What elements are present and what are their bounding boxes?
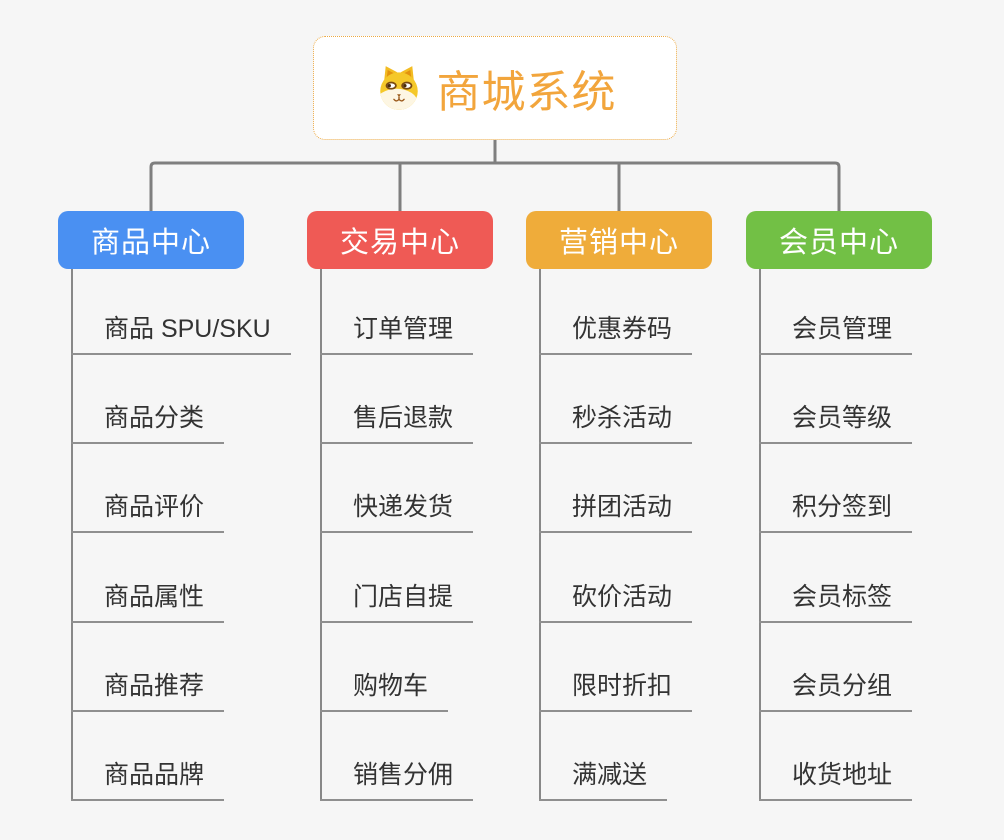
leaf-item[interactable]: 拼团活动 <box>539 491 693 533</box>
leaf-item[interactable]: 收货地址 <box>759 759 913 801</box>
root-branch-connectors <box>149 138 841 212</box>
branch-node-trade-center[interactable]: 交易中心 <box>307 211 493 269</box>
leaf-item[interactable]: 快递发货 <box>320 491 474 533</box>
leaf-item[interactable]: 会员标签 <box>759 581 913 623</box>
leaf-item[interactable]: 砍价活动 <box>539 581 693 623</box>
branch-label: 交易中心 <box>339 227 460 259</box>
branch-label: 商品中心 <box>90 227 211 259</box>
leaf-item[interactable]: 满减送 <box>539 759 668 801</box>
leaf-item[interactable]: 会员分组 <box>759 670 913 712</box>
root-node[interactable]: 商城系统 <box>313 36 677 140</box>
branch-node-product-center[interactable]: 商品中心 <box>58 211 244 269</box>
branch-label: 营销中心 <box>558 227 679 259</box>
branch-node-marketing-center[interactable]: 营销中心 <box>526 211 712 269</box>
leaf-item[interactable]: 积分签到 <box>759 491 913 533</box>
leaf-item[interactable]: 秒杀活动 <box>539 402 693 444</box>
leaf-item[interactable]: 销售分佣 <box>320 759 474 801</box>
leaf-item[interactable]: 限时折扣 <box>539 670 693 712</box>
branch-label: 会员中心 <box>778 227 899 259</box>
branch-node-member-center[interactable]: 会员中心 <box>746 211 932 269</box>
leaf-item[interactable]: 商品品牌 <box>71 759 225 801</box>
bus-line <box>149 161 841 212</box>
leaf-item[interactable]: 商品 SPU/SKU <box>71 313 291 355</box>
leaf-item[interactable]: 会员等级 <box>759 402 913 444</box>
leaf-item[interactable]: 商品属性 <box>71 581 225 623</box>
root-title: 商城系统 <box>436 68 617 117</box>
shiba-dog-icon <box>374 63 424 113</box>
leaf-item[interactable]: 商品推荐 <box>71 670 225 712</box>
leaf-item[interactable]: 优惠券码 <box>539 313 693 355</box>
leaf-item[interactable]: 售后退款 <box>320 402 474 444</box>
leaf-item[interactable]: 订单管理 <box>320 313 474 355</box>
leaf-item[interactable]: 门店自提 <box>320 581 474 623</box>
leaf-item[interactable]: 商品评价 <box>71 491 225 533</box>
leaf-item[interactable]: 购物车 <box>320 670 449 712</box>
leaf-item[interactable]: 会员管理 <box>759 313 913 355</box>
leaf-item[interactable]: 商品分类 <box>71 402 225 444</box>
